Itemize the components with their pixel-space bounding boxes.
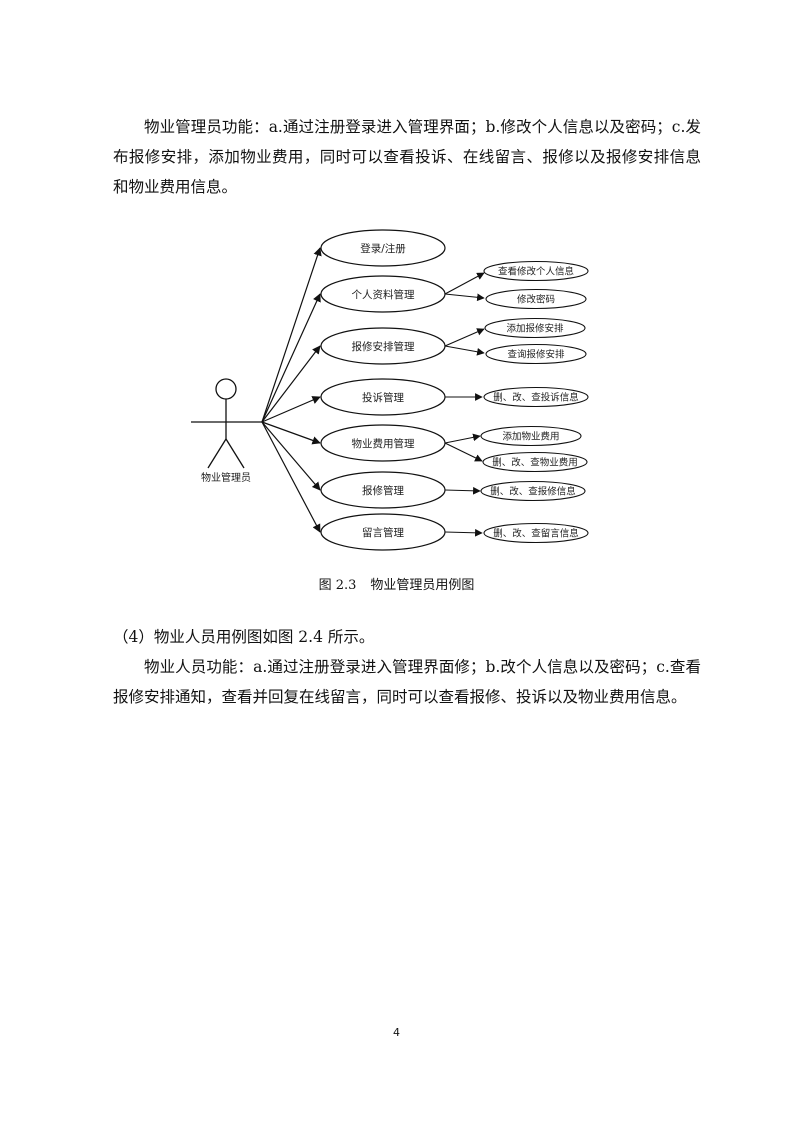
figure-caption: 图 2.3 物业管理员用例图	[0, 574, 793, 593]
sub-case-fee-crud-ellipse	[482, 451, 588, 473]
figure-number: 图 2.3	[318, 578, 357, 593]
sub-case-change-password-ellipse	[485, 288, 587, 310]
sub-case-add-repair-schedule-ellipse	[484, 317, 586, 339]
arrow-to-use-case-3	[261, 345, 321, 423]
arrow-to-sub-case	[444, 442, 483, 462]
sub-case-label: 添加报修安排	[506, 323, 564, 335]
arrow-to-use-case-7	[261, 421, 321, 533]
arrow-to-sub-case	[444, 433, 481, 444]
arrow-to-use-case-1	[261, 247, 322, 423]
use-case-diagram: 物业管理员 登录/注册 个人资料管理 报修安排管理 投诉管理 物业费用管理 报修…	[191, 229, 589, 551]
use-case-label: 物业费用管理	[352, 437, 415, 450]
sub-case-query-repair-schedule-ellipse	[485, 343, 587, 365]
page-number: 4	[393, 1026, 400, 1039]
use-case-label: 登录/注册	[360, 242, 406, 255]
sub-case-label: 添加物业费用	[502, 431, 559, 443]
sub-case-view-edit-profile-ellipse	[483, 260, 589, 282]
sub-case-message-crud-ellipse	[483, 522, 589, 544]
arrow-to-sub-case	[444, 486, 481, 495]
sub-case-complaint-crud-ellipse	[483, 386, 589, 408]
arrow-to-use-case-4	[261, 396, 321, 423]
arrow-to-sub-case	[444, 345, 485, 356]
use-case-label: 报修安排管理	[352, 340, 415, 353]
paragraph-admin-functions: 物业管理员功能：a.通过注册登录进入管理界面；b.修改个人信息以及密码；c.发布…	[113, 118, 701, 196]
actor-stick-figure	[191, 378, 262, 469]
sub-case-label: 查看修改个人信息	[498, 266, 574, 278]
arrow-to-sub-case	[444, 328, 485, 347]
arrow-to-use-case-6	[261, 421, 321, 491]
arrow-to-use-case-2	[261, 293, 321, 423]
sub-case-label: 删、改、查报修信息	[490, 486, 576, 498]
use-case-label: 报修管理	[362, 484, 404, 497]
arrow-to-sub-case	[444, 528, 483, 537]
sub-case-repair-crud-ellipse	[480, 480, 586, 502]
sub-case-label: 删、改、查物业费用	[492, 457, 578, 469]
arrow-to-sub-case	[444, 293, 485, 302]
sub-case-label: 修改密码	[517, 294, 555, 306]
use-case-login-ellipse	[320, 229, 446, 267]
figure-title: 物业管理员用例图	[370, 578, 475, 593]
paragraph-intro-2-4: （4）物业人员用例图如图 2.4 所示。	[113, 628, 375, 646]
arrow-to-use-case-5	[261, 421, 321, 445]
sub-case-label: 查询报修安排	[507, 349, 565, 361]
use-case-label: 投诉管理	[362, 391, 404, 404]
use-case-label: 留言管理	[362, 526, 404, 539]
actor-label: 物业管理员	[201, 471, 251, 484]
use-case-label: 个人资料管理	[352, 288, 415, 301]
sub-case-label: 删、改、查投诉信息	[493, 392, 579, 404]
sub-case-add-fee-ellipse	[480, 425, 582, 447]
sub-case-label: 删、改、查留言信息	[493, 528, 579, 540]
paragraph-staff-functions: 物业人员功能：a.通过注册登录进入管理界面修；b.改个人信息以及密码；c.查看报…	[113, 658, 701, 706]
arrow-to-sub-case	[444, 272, 485, 295]
